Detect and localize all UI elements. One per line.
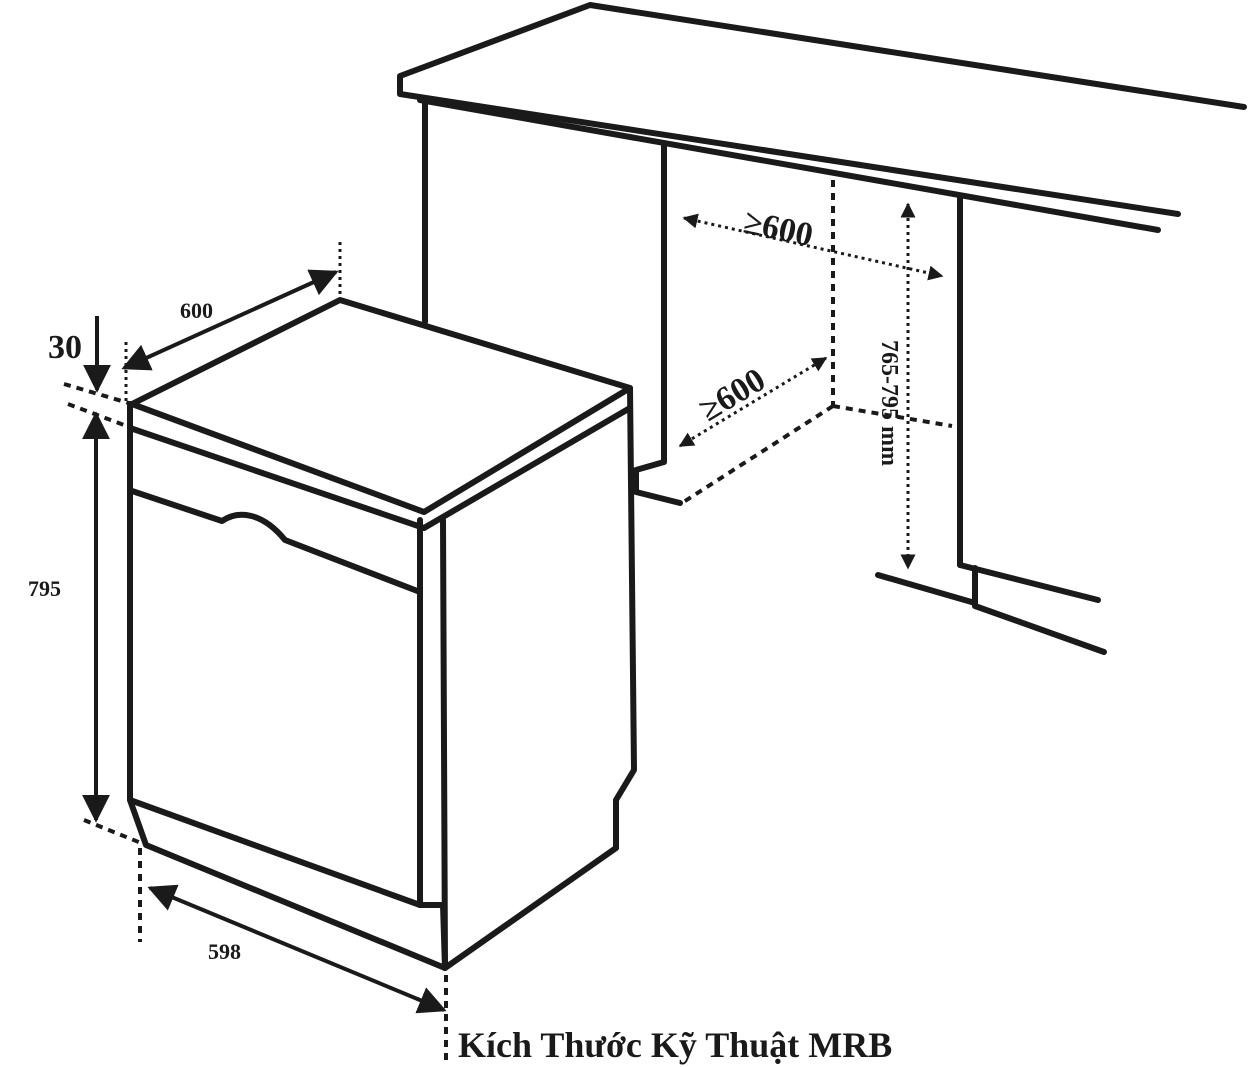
label-top-offset: 30 [48,329,82,366]
niche-left-wall [633,140,683,506]
niche-floor-front [680,404,835,505]
dimension-lines [63,202,944,1062]
dishwasher [127,297,637,971]
side-back-edge [613,385,637,851]
kitchen-cabinet [397,2,1247,655]
extension-bottom-left [83,818,147,847]
countertop-outline [397,2,1247,217]
control-panel-line [129,488,423,595]
dimension-arrow-niche-depth [678,356,828,448]
top-side-lower-edge [421,405,633,531]
caption: Kích Thước Kỹ Thuật MRB [458,1025,892,1065]
extension-offset-lower [67,402,133,430]
label-height: 795 [28,576,61,601]
dimension-arrow-niche-width [682,213,944,281]
door-bottom-edge [127,797,423,908]
label-width: 598 [208,939,241,964]
label-niche-depth: ≥600 [693,361,772,429]
label-niche-width: ≥600 [740,204,816,255]
top-front-lower-edge [127,425,427,531]
floor-line [875,572,978,606]
dimension-labels: 600 30 795 598 ≥600 ≥600 765-795 mm Kích… [28,204,902,1065]
dimension-arrow-width [147,884,447,1014]
plinth-side [442,845,619,971]
corner-front-edge [440,517,448,971]
label-niche-height: 765-795 mm [876,340,902,466]
plinth-front [127,797,448,971]
dimension-arrow-top-depth [121,269,339,371]
cabinet-right-plinth [972,565,1107,655]
countertop-underside [417,97,1161,233]
cabinet-right-plinth-top [957,562,1101,603]
label-top-depth: 600 [180,298,213,323]
niche-outline [680,180,953,505]
